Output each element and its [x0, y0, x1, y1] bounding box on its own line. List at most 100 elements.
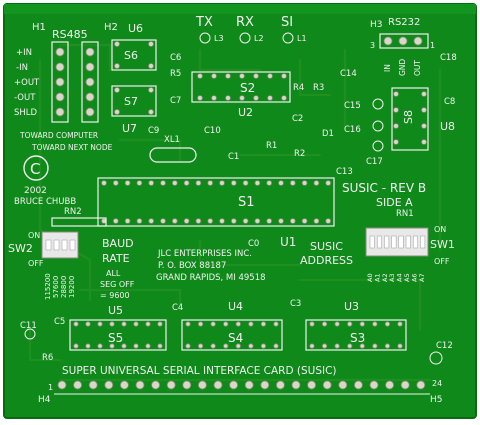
copyright-symbol: C [30, 160, 40, 178]
edge-pin-24: 24 [432, 379, 442, 388]
rs232-gnd: GND [398, 59, 407, 76]
s3-chip [305, 319, 407, 351]
address-bit-a7: A7 [418, 273, 426, 282]
c13-label: C13 [336, 167, 353, 177]
u5-label: U5 [108, 304, 123, 317]
sw2-toggles [45, 239, 76, 251]
u6-label: U6 [128, 22, 143, 35]
company-line-3: GRAND RAPIDS, MI 49518 [156, 273, 266, 283]
si-label: SI [281, 15, 293, 30]
h1-pins [55, 47, 65, 117]
rs485-label: RS485 [52, 28, 88, 41]
c11-label: C11 [20, 321, 37, 331]
address-bit-a6: A6 [410, 273, 418, 282]
sw2-label: SW2 [8, 242, 33, 255]
rs232-out: OUT [413, 60, 422, 76]
board-edge-strip [4, 4, 476, 14]
rs485-pin-in-plus: +IN [16, 48, 32, 58]
r6-label: R6 [42, 353, 53, 363]
baud-label-1: BAUD [102, 237, 134, 250]
address-bit-a2: A2 [381, 273, 389, 282]
sw1-toggles [369, 235, 426, 249]
toward-next-node-label: TOWARD NEXT NODE [31, 143, 113, 152]
u4-label: U4 [228, 300, 243, 313]
rs232-pin-2 [398, 36, 408, 46]
lower-chip-pins [73, 321, 403, 349]
rs485-pin-shield: SHLD [14, 108, 38, 118]
c18-label: C18 [440, 53, 457, 63]
s6-chip [111, 39, 157, 71]
c10-label: C10 [204, 126, 221, 136]
c16-label: C16 [344, 125, 361, 135]
c15-label: C15 [344, 101, 361, 111]
s7-chip [111, 85, 157, 117]
s2-pins [197, 73, 287, 101]
all-seg-3: = 9600 [100, 291, 130, 300]
s6-s7-pins [114, 41, 154, 115]
address-bit-a5: A5 [403, 273, 411, 282]
xl1-crystal [149, 147, 197, 163]
baud-19200: 19200 [68, 276, 76, 298]
r4-label: R4 [293, 83, 304, 93]
h2-label: H2 [104, 22, 118, 33]
baud-115200: 115200 [44, 273, 52, 300]
rs232-pin-3 [383, 36, 393, 46]
c0-label: C0 [248, 239, 259, 249]
xl1-label: XL1 [164, 135, 180, 145]
s5-label: S5 [108, 331, 123, 345]
c6-label: C6 [170, 53, 181, 63]
d1-label: D1 [322, 129, 334, 139]
s5-chip [69, 319, 167, 351]
company-line-1: JLC ENTERPRISES INC. [157, 249, 252, 259]
c12-label: C12 [436, 341, 453, 351]
board-title: SUPER UNIVERSAL SERIAL INTERFACE CARD (S… [62, 365, 337, 377]
rs232-label: RS232 [388, 17, 420, 28]
rs485-pin-out-minus: -OUT [14, 93, 36, 103]
c8-label: C8 [444, 97, 455, 107]
c7-label: C7 [170, 96, 181, 106]
address-bit-a4: A4 [396, 273, 404, 282]
c3-label: C3 [290, 299, 301, 309]
s4-label: S4 [228, 331, 243, 345]
s1-pins [101, 180, 332, 224]
s2-label: S2 [240, 81, 255, 95]
c4-label: C4 [172, 303, 183, 313]
c12-capacitor [429, 351, 443, 365]
side-label: SIDE A [376, 196, 413, 209]
h2-header [81, 41, 99, 123]
sw1-on-label: ON [434, 225, 446, 234]
l1-led [282, 32, 294, 44]
r3-label: R3 [313, 83, 324, 93]
sw1-off-label: OFF [434, 257, 450, 266]
l2-label: L2 [254, 34, 264, 43]
u8-label: U8 [440, 120, 455, 133]
edge-connector-pads [57, 380, 426, 390]
u8-capacitors [372, 98, 384, 152]
rs232-pin-1-number: 1 [430, 41, 435, 50]
rs232-pin-1 [413, 36, 423, 46]
rs232-in: IN [383, 64, 392, 72]
copyright-circle [23, 155, 49, 181]
u3-label: U3 [344, 300, 359, 313]
susic-address-2: ADDRESS [300, 254, 353, 267]
s7-label-u7: U7 [122, 122, 137, 135]
edge-pin-1: 1 [48, 383, 53, 392]
traces [28, 43, 442, 382]
h3-header [379, 33, 429, 49]
rs232-pin-3-number: 3 [370, 41, 375, 50]
sw2-on-label: ON [28, 231, 40, 240]
l3-led [199, 32, 211, 44]
company-line-2: P. O. BOX 88187 [158, 261, 226, 271]
l1-label: L1 [297, 34, 307, 43]
baud-label-2: RATE [102, 252, 130, 265]
h1-label: H1 [32, 22, 46, 33]
s8-label: S8 [402, 110, 415, 124]
r5-label: R5 [170, 69, 181, 79]
c17-label: C17 [366, 157, 383, 167]
tx-label: TX [195, 15, 213, 30]
h3-label: H3 [370, 20, 383, 30]
l2-led [239, 32, 251, 44]
revision-label: SUSIC - REV B [342, 181, 426, 195]
susic-address-1: SUSIC [310, 240, 343, 253]
